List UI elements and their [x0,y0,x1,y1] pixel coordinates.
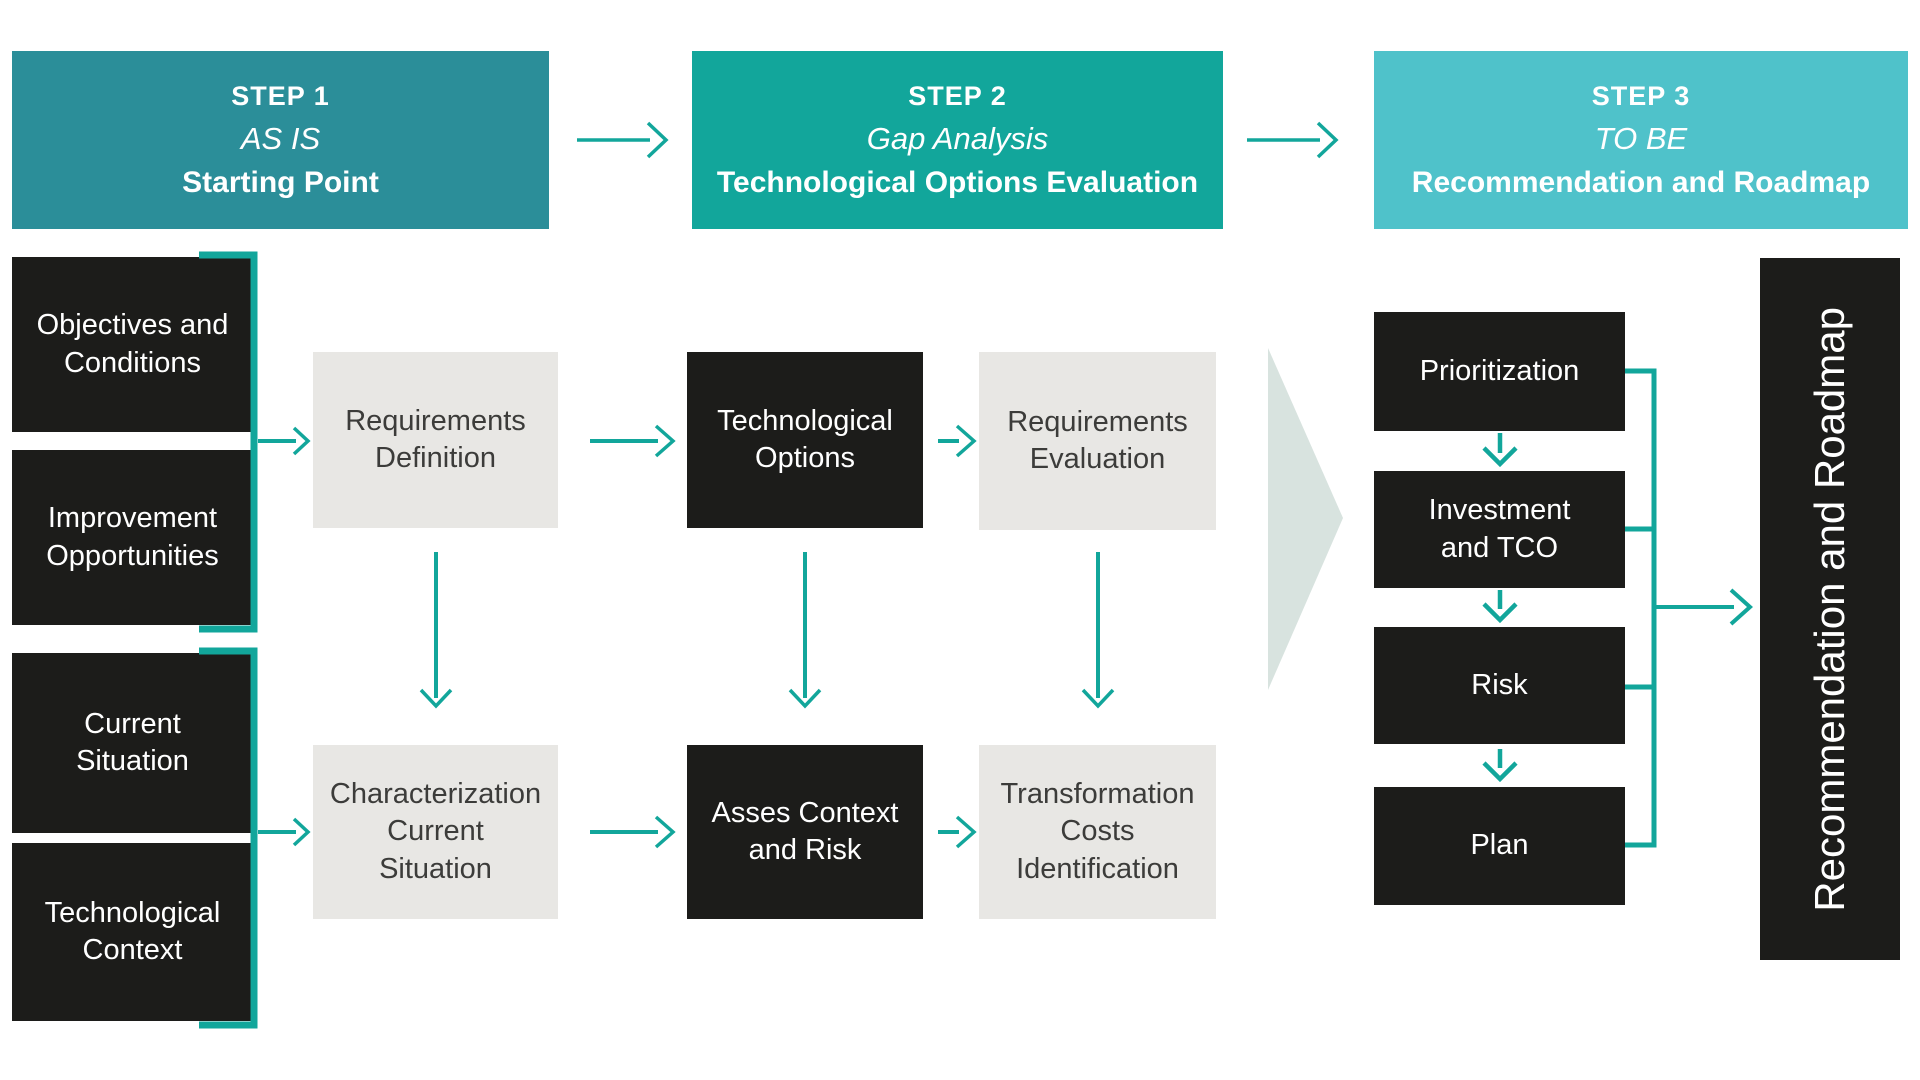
process-box-label: Asses Context and Risk [711,796,899,866]
arrow-asses-context-to-transformation-costs-icon [938,815,977,849]
process-box-transformation-costs-identification: Transformation Costs Identification [979,745,1216,919]
input-box-label: Technological Context [44,896,221,966]
step3-subtitle: TO BE [1594,120,1688,156]
outputs-collector-line [1625,368,1657,848]
arrow-prioritization-to-investment-icon [1482,433,1518,468]
arrow-step2-to-step3-icon [1247,121,1339,159]
arrow-characterization-to-asses-context-icon [590,815,676,849]
process-box-asses-context-and-risk: Asses Context and Risk [687,745,923,919]
arrow-outputs-to-final-box-icon [1654,588,1753,626]
big-arrow-right-icon [1268,348,1343,690]
output-box-prioritization: Prioritization [1374,312,1625,431]
arrow-investment-to-risk-icon [1482,590,1518,624]
output-box-risk: Risk [1374,627,1625,744]
process-box-label: Technological Options [717,404,893,474]
arrow-step1-to-step2-icon [577,121,669,159]
output-box-plan: Plan [1374,787,1625,905]
step2-label: STEP 2 [908,80,1007,111]
final-box-label: Recommendation and Roadmap [1806,306,1853,912]
step2-banner: STEP 2 Gap Analysis Technological Option… [692,51,1223,229]
input-box-label: Improvement Opportunities [46,502,219,572]
process-box-requirements-definition: Requirements Definition [313,352,558,528]
process-box-label: Requirements Definition [345,404,526,474]
output-box-label: Prioritization [1419,354,1580,387]
step1-banner: STEP 1 AS IS Starting Point [12,51,549,229]
input-box-improvement-opportunities: Improvement Opportunities [12,450,253,625]
final-box-recommendation-and-roadmap: Recommendation and Roadmap [1760,258,1900,960]
process-box-characterization-current-situation: Characterization Current Situation [313,745,558,919]
step1-label: STEP 1 [231,80,330,111]
arrow-risk-to-plan-icon [1482,749,1518,783]
output-box-investment-and-tco: Investment and TCO [1374,471,1625,588]
step3-label: STEP 3 [1591,80,1691,111]
step1-subtitle: AS IS [240,120,321,156]
input-box-technological-context: Technological Context [12,843,253,1021]
process-box-technological-options: Technological Options [687,352,923,528]
step2-subtitle: Gap Analysis [866,120,1049,156]
arrow-down-technological-options-icon [788,552,822,709]
process-box-label: Characterization Current Situation [329,778,542,885]
process-box-label: Transformation Costs Identification [1000,778,1195,885]
process-box-requirements-evaluation: Requirements Evaluation [979,352,1216,530]
input-box-label: Current Situation [76,707,189,777]
input-box-label: Objectives and Conditions [36,309,229,379]
input-box-current-situation: Current Situation [12,653,253,833]
arrow-down-requirements-definition-icon [419,552,453,709]
process-box-label: Requirements Evaluation [1007,405,1188,475]
step3-banner: STEP 3 TO BE Recommendation and Roadmap [1374,51,1908,229]
arrow-technological-options-to-requirements-evaluation-icon [938,424,977,458]
arrow-group1-to-requirements-definition-icon [258,426,311,456]
output-box-label: Plan [1470,829,1529,862]
arrow-group2-to-characterization-icon [258,817,311,847]
step3-title: Recommendation and Roadmap [1411,165,1871,199]
output-box-label: Investment and TCO [1428,494,1571,564]
step1-title: Starting Point [182,165,379,199]
arrow-requirements-definition-to-technological-options-icon [590,424,676,458]
input-box-objectives-and-conditions: Objectives and Conditions [12,257,253,432]
step2-title: Technological Options Evaluation [716,165,1199,199]
arrow-down-requirements-evaluation-icon [1081,552,1115,709]
output-box-label: Risk [1471,668,1528,701]
